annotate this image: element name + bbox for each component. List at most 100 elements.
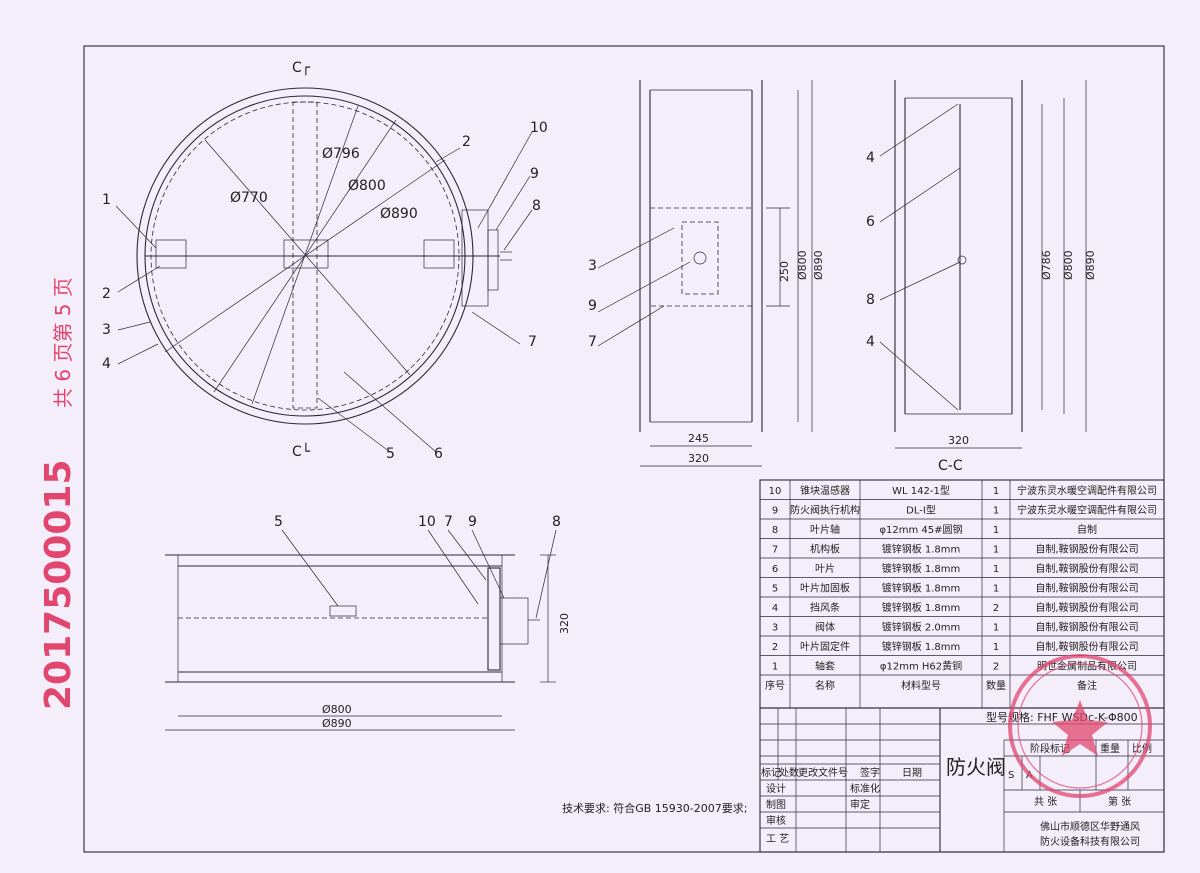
bom-cell-no: 6: [772, 564, 778, 575]
title-block: 型号规格: FHF WSDc-K-Φ800 防火阀 阶段标记 重量 比例 S A…: [759, 707, 1165, 853]
bom-cell-name: 阀体: [815, 621, 835, 634]
bom-cell-spec: 镀锌钢板 2.0mm: [882, 621, 961, 634]
front-callout-9: 9: [468, 514, 477, 530]
bom-cell-name: 叶片轴: [810, 523, 840, 536]
bom-cell-spec: 镀锌钢板 1.8mm: [882, 543, 961, 556]
dim-d770: Ø770: [230, 190, 268, 206]
bom-cell-qty: 2: [993, 603, 999, 614]
section-dim-320: 320: [948, 434, 969, 447]
bom-cell-name: 叶片: [815, 562, 835, 575]
bom-cell-name: 叶片固定件: [800, 640, 850, 653]
side-dim-245: 245: [688, 432, 709, 445]
role-design: 设计: [766, 782, 786, 795]
bom-cell-qty: 1: [993, 545, 999, 556]
rev-col-sign: 签字: [860, 766, 880, 779]
bom-cell-remark: 宁波东灵水暖空调配件有限公司: [1017, 504, 1157, 517]
section-dim-d800: Ø800: [1062, 250, 1075, 280]
bom-cell-remark: 自制,鞍钢股份有限公司: [1035, 582, 1138, 595]
bom-header-qty: 数量: [986, 679, 1006, 692]
side-callout-3: 3: [588, 258, 597, 274]
side-callout-7: 7: [588, 334, 597, 350]
bom-cell-remark: 自制,鞍钢股份有限公司: [1035, 562, 1138, 575]
bom-header-spec: 材料型号: [901, 679, 941, 692]
bom-header-remark: 备注: [1077, 679, 1097, 692]
section-callout-4b: 4: [866, 334, 875, 350]
section-view: Ø786 Ø800 Ø890 320 C-C 4 6 8 4: [866, 80, 1097, 474]
section-dim-d786: Ø786: [1040, 250, 1053, 280]
weight-label: 重量: [1100, 742, 1120, 755]
product-name: 防火阀: [946, 755, 1006, 779]
role-review: 审核: [766, 814, 786, 827]
drawing-border: [83, 45, 1165, 853]
rev-col-date: 日期: [902, 767, 922, 779]
stage-label: 阶段标记: [1030, 742, 1070, 755]
front-callout-10: 10: [418, 514, 436, 530]
bom-cell-qty: 1: [993, 564, 999, 575]
callout-5: 5: [386, 446, 395, 462]
bom-cell-spec: φ12mm H62黄铜: [880, 660, 962, 673]
drawing-code: 2017500015: [38, 460, 79, 711]
side-dim-d800: Ø800: [796, 250, 809, 280]
role-process: 工 艺: [766, 833, 789, 845]
callout-2b: 2: [462, 134, 471, 150]
bom-cell-no: 4: [772, 603, 778, 614]
bom-cell-no: 7: [772, 545, 778, 556]
bom-cell-remark: 自制,鞍钢股份有限公司: [1035, 543, 1138, 556]
bom-cell-qty: 1: [993, 642, 999, 653]
dim-d800: Ø800: [348, 178, 386, 194]
bom-cell-remark: 自制,鞍钢股份有限公司: [1035, 621, 1138, 634]
front-callout-7: 7: [444, 514, 453, 530]
front-view: 320 Ø800 Ø890 5 10 7 9 8: [165, 514, 571, 731]
bom-cell-remark: 自制,鞍钢股份有限公司: [1035, 640, 1138, 653]
bom-cell-no: 1: [772, 662, 778, 673]
side-callout-9: 9: [588, 298, 597, 314]
bom-cell-spec: 镀锌钢板 1.8mm: [882, 562, 961, 575]
top-view: Ø796 Ø800 Ø770 Ø890 C┌ C└ 1 2 3 4 5 6 7 …: [102, 60, 548, 462]
rev-col-mark: 标记: [761, 767, 781, 779]
company-seal: [1008, 654, 1152, 798]
model-spec: 型号规格: FHF WSDc-K-Φ800: [986, 710, 1138, 724]
bom-cell-no: 3: [772, 623, 778, 634]
section-dim-d890: Ø890: [1084, 250, 1097, 280]
callout-6: 6: [434, 446, 443, 462]
bom-cell-remark: 自制,鞍钢股份有限公司: [1035, 601, 1138, 614]
section-callout-6: 6: [866, 214, 875, 230]
callout-4: 4: [102, 356, 111, 372]
sheet-no: 第 张: [1108, 795, 1131, 808]
bom-cell-spec: φ12mm 45#圆钢: [879, 523, 962, 536]
bom-cell-qty: 1: [993, 623, 999, 634]
bom-cell-name: 挡风条: [810, 601, 840, 614]
side-dim-320: 320: [688, 452, 709, 465]
front-dim-d800: Ø800: [322, 703, 352, 716]
callout-8: 8: [532, 198, 541, 214]
bom-cell-spec: 镀锌钢板 1.8mm: [882, 582, 961, 595]
bom-cell-name: 锥块温感器: [800, 484, 850, 497]
dim-d796: Ø796: [322, 146, 360, 162]
stage-mark-s: S: [1008, 770, 1014, 781]
bom-cell-spec: 镀锌钢板 1.8mm: [882, 640, 961, 653]
bom-cell-remark: 自制: [1077, 523, 1097, 536]
side-dim-250: 250: [778, 261, 791, 282]
callout-10: 10: [530, 120, 548, 136]
bom-cell-no: 9: [772, 506, 778, 517]
section-title: C-C: [938, 458, 963, 474]
bom-cell-spec: 镀锌钢板 1.8mm: [882, 601, 961, 614]
bom-cell-qty: 1: [993, 525, 999, 536]
bom-cell-name: 叶片加固板: [800, 582, 850, 595]
company-line2: 防火设备科技有限公司: [1040, 835, 1140, 848]
rev-col-file: 更改文件号: [798, 766, 848, 779]
bom-cell-remark: 宁波东灵水暖空调配件有限公司: [1017, 484, 1157, 497]
role-draw: 制图: [766, 798, 786, 811]
sheet-total: 共 张: [1034, 796, 1057, 808]
callout-9: 9: [530, 166, 539, 182]
role-standard: 标准化: [850, 782, 880, 795]
section-mark-top: C┌: [292, 60, 311, 76]
bom-cell-qty: 2: [993, 662, 999, 673]
bom-cell-name: 防火阀执行机构: [790, 504, 860, 517]
bom-header-name: 名称: [815, 679, 835, 692]
page-indicator: 共 6 页第 5 页: [51, 277, 75, 408]
front-dim-d890: Ø890: [322, 717, 352, 730]
bom-cell-no: 10: [769, 486, 782, 497]
